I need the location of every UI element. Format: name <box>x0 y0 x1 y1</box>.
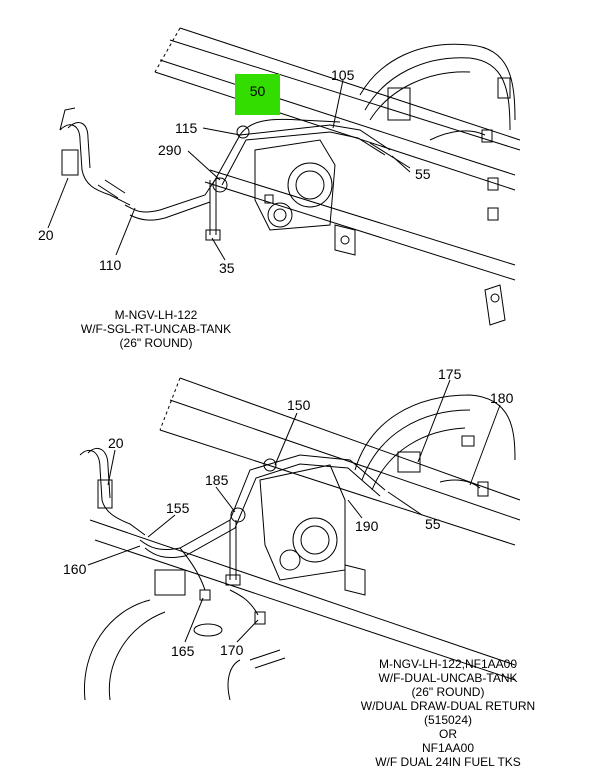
callout-190: 190 <box>355 518 379 534</box>
bottom-fuel-tank <box>354 394 516 497</box>
caption-bottom-line3: (26" ROUND) <box>411 685 485 699</box>
callout-115: 115 <box>175 120 198 136</box>
caption-bottom-line2: W/F-DUAL-UNCAB-TANK <box>378 671 518 685</box>
callout-35: 35 <box>219 260 235 276</box>
bottom-frame-rail <box>89 377 521 681</box>
caption-bottom: M-NGV-LH-122,NF1AA00 W/F-DUAL-UNCAB-TANK… <box>348 657 548 769</box>
caption-bottom-line6: OR <box>439 727 457 741</box>
caption-bottom-line8: W/F DUAL 24IN FUEL TKS <box>375 755 521 769</box>
callout-175: 175 <box>438 366 462 382</box>
bottom-fuel-lines <box>79 448 386 625</box>
bottom-wheel-arc <box>83 599 286 701</box>
callout-55-top: 55 <box>415 166 431 182</box>
caption-top-line1: M-NGV-LH-122 <box>114 308 198 322</box>
callout-50[interactable]: 50 <box>249 83 266 99</box>
caption-bottom-line5: (515024) <box>423 713 473 727</box>
callout-165: 165 <box>171 643 195 659</box>
caption-bottom-line1: M-NGV-LH-122,NF1AA00 <box>378 657 518 671</box>
callout-155: 155 <box>166 500 190 516</box>
callout-20-top: 20 <box>38 227 54 243</box>
top-bracket <box>254 139 356 256</box>
caption-top-line3: (26" ROUND) <box>119 336 193 350</box>
callout-160: 160 <box>63 561 87 577</box>
top-fuel-lines <box>59 107 391 241</box>
callout-150: 150 <box>287 397 311 413</box>
top-frame-rail <box>154 27 521 281</box>
callout-105: 105 <box>331 67 355 83</box>
callout-110: 110 <box>99 257 122 273</box>
callout-20-bottom: 20 <box>108 435 124 451</box>
top-fuel-tank <box>359 43 516 326</box>
callout-180: 180 <box>490 390 514 406</box>
highlight-box[interactable] <box>235 74 280 115</box>
caption-top-line2: W/F-SGL-RT-UNCAB-TANK <box>80 322 232 336</box>
top-leaders <box>47 79 411 261</box>
caption-top: M-NGV-LH-122 W/F-SGL-RT-UNCAB-TANK (26" … <box>76 308 236 350</box>
callout-185: 185 <box>205 472 229 488</box>
bottom-leaders <box>87 379 501 643</box>
caption-bottom-line7: NF1AA00 <box>421 741 475 755</box>
caption-bottom-line4: W/DUAL DRAW-DUAL RETURN <box>360 699 536 713</box>
callout-55-bottom: 55 <box>425 516 441 532</box>
bottom-bracket <box>154 464 366 596</box>
callout-170: 170 <box>220 642 244 658</box>
callout-290: 290 <box>158 142 182 158</box>
